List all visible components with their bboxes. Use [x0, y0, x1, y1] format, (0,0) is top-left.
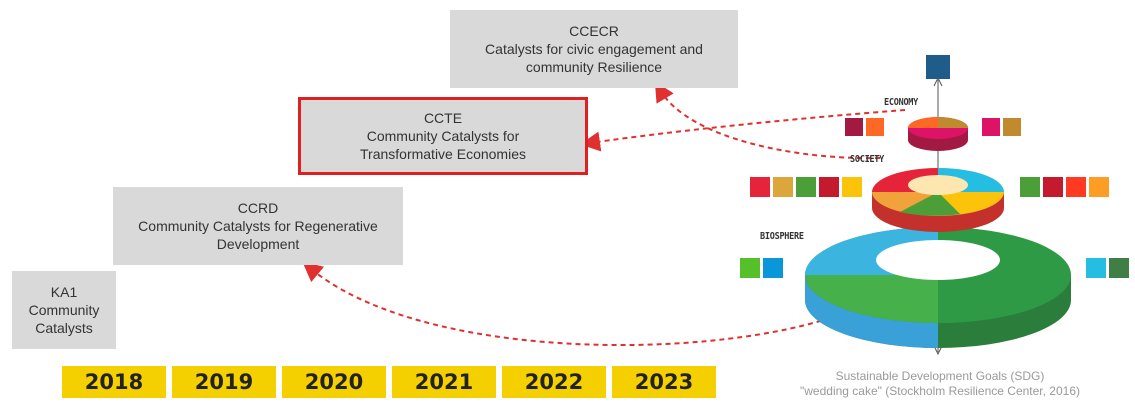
year-2022: 2022	[502, 366, 606, 398]
ka1-line1: Community	[28, 302, 100, 318]
year-2020: 2020	[282, 366, 386, 398]
sdg17-icon	[926, 55, 950, 79]
ccecr-line1: Catalysts for civic engagement and	[485, 41, 703, 57]
ccte-line2: Transformative Economies	[360, 146, 526, 162]
ka1-box: KA1 Community Catalysts	[12, 271, 116, 349]
society-label: SOCIETY	[850, 154, 885, 165]
sdg-icons-economy	[845, 118, 1021, 136]
biosphere-label: BIOSPHERE	[760, 231, 804, 242]
arrow-to-ccrd	[302, 261, 831, 347]
year-2019: 2019	[172, 366, 276, 398]
cake-axis-arrow-down	[933, 345, 943, 356]
ccrd-line2: Development	[216, 236, 300, 252]
ccecr-code: CCECR	[569, 23, 619, 39]
sdg-icons-society	[750, 177, 1109, 197]
ka1-line2: Catalysts	[35, 320, 93, 336]
ccecr-line2: community Resilience	[525, 59, 663, 75]
year-timeline: 2018 2019 2020 2021 2022 2023	[62, 366, 716, 398]
biosphere-layer	[805, 227, 1071, 348]
cake-axis-arrow-up	[933, 76, 943, 87]
society-layer	[872, 168, 1004, 232]
ccte-line1: Community Catalysts for	[366, 128, 520, 144]
ccte-code: CCTE	[423, 110, 463, 126]
year-2018: 2018	[62, 366, 166, 398]
ccrd-box: CCRD Community Catalysts for Regenerativ…	[113, 187, 403, 265]
sdg-icons-biosphere	[740, 258, 1129, 278]
caption-line1: Sustainable Development Goals (SDG)	[835, 369, 1045, 383]
ka1-code: KA1	[50, 284, 78, 300]
arrow-to-ccte	[580, 109, 906, 152]
ccecr-box: CCECR Catalysts for civic engagement and…	[450, 10, 738, 88]
arrow-to-ccecr	[654, 81, 881, 160]
year-2023: 2023	[612, 366, 716, 398]
ccrd-line1: Community Catalysts for Regenerative	[138, 218, 378, 234]
economy-label: ECONOMY	[884, 97, 919, 108]
economy-layer	[908, 117, 968, 151]
ccrd-code: CCRD	[237, 200, 279, 216]
caption-line2: "wedding cake" (Stockholm Resilience Cen…	[800, 384, 1080, 398]
year-2021: 2021	[392, 366, 496, 398]
ccte-box: CCTE Community Catalysts for Transformat…	[298, 97, 588, 175]
